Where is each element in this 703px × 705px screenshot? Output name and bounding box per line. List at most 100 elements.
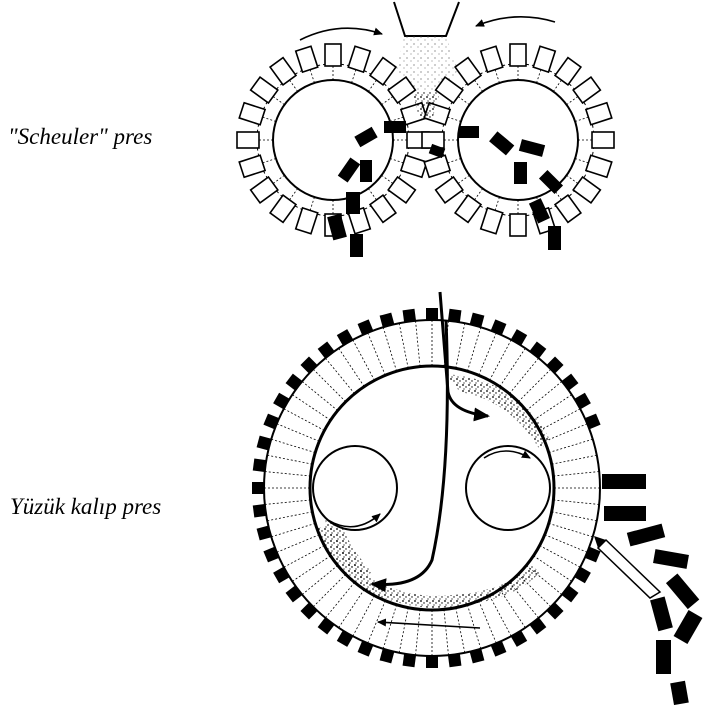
pellet: [656, 640, 671, 674]
die-channel: [553, 79, 562, 92]
die-hole: [277, 424, 319, 442]
pellet: [562, 586, 579, 603]
die-hole: [277, 535, 319, 553]
die-hole: [479, 601, 497, 643]
pellet: [670, 681, 689, 705]
pellet: [252, 482, 264, 494]
pellet: [530, 618, 547, 635]
pellet: [562, 374, 579, 391]
pellet: [350, 234, 363, 257]
pellet: [547, 356, 564, 373]
gear-tooth: [296, 46, 318, 72]
die-hole: [416, 321, 421, 367]
die-hole: [540, 546, 581, 568]
pellet: [602, 474, 646, 489]
die-channel: [473, 189, 482, 202]
die-channel: [382, 175, 395, 184]
die-hole: [353, 596, 375, 637]
die-hole: [353, 340, 375, 381]
pellet: [604, 506, 646, 521]
die-channel: [261, 159, 276, 164]
die-channel: [272, 175, 285, 184]
die-channel: [457, 95, 470, 104]
die-hole: [271, 523, 315, 536]
pellet: [548, 226, 561, 250]
right-rotation-arrow: [476, 17, 555, 26]
die-hole: [271, 439, 315, 452]
gear-tooth: [481, 208, 503, 234]
pellet: [286, 374, 303, 391]
roller-core: [273, 80, 393, 200]
die-channel: [310, 197, 315, 212]
pellet: [514, 162, 527, 184]
die-channel: [390, 117, 405, 122]
pellet: [263, 414, 279, 430]
die-channel: [310, 68, 315, 83]
die-hole: [399, 608, 408, 653]
gear-tooth: [251, 177, 278, 203]
die-hole: [490, 596, 512, 637]
die-hole: [553, 472, 599, 477]
die-hole: [467, 327, 480, 371]
die-channel: [261, 117, 276, 122]
die-hole: [509, 358, 538, 394]
die-hole: [540, 409, 581, 431]
pellet: [273, 393, 289, 409]
pellet: [653, 549, 689, 569]
die-hole: [265, 472, 311, 477]
pellet: [358, 319, 374, 335]
die-channel: [567, 175, 580, 184]
die-hole: [284, 546, 325, 568]
pellet: [666, 573, 699, 609]
cutting-knife: [594, 536, 660, 598]
pellet: [547, 603, 564, 620]
pellet: [585, 414, 601, 430]
gear-tooth: [270, 195, 296, 222]
pellet: [337, 630, 353, 646]
pellet: [459, 126, 479, 138]
die-hole: [518, 369, 551, 402]
die-channel: [368, 79, 377, 92]
die-hole: [553, 500, 599, 505]
die-channel: [457, 175, 470, 184]
die-hole: [325, 582, 354, 618]
gear-tooth: [573, 177, 600, 203]
feed-arrow-left: [372, 320, 447, 585]
pellet: [318, 342, 335, 359]
die-hole: [383, 327, 396, 371]
gear-tooth: [586, 155, 612, 177]
die-hole: [302, 565, 338, 594]
gear-tooth: [481, 46, 503, 72]
die-hole: [456, 608, 465, 653]
pellet: [358, 641, 374, 657]
die-hole: [552, 512, 597, 521]
die-hole: [479, 333, 497, 375]
gear-tooth: [573, 77, 600, 103]
gear-tooth: [237, 132, 259, 148]
pellet: [300, 356, 317, 373]
die-hole: [416, 609, 421, 655]
gear-tooth: [296, 208, 318, 234]
pellet: [273, 567, 289, 583]
pellet: [448, 309, 461, 322]
gear-tooth: [436, 177, 463, 203]
die-hole: [325, 358, 354, 394]
left-roller: [313, 446, 397, 530]
gear-tooth: [555, 58, 581, 85]
gear-tooth: [239, 103, 265, 125]
die-hole: [552, 455, 597, 464]
die-channel: [495, 197, 500, 212]
gear-tooth: [370, 195, 396, 222]
die-channel: [368, 189, 377, 202]
pellet: [574, 567, 590, 583]
right-roller: [466, 446, 550, 530]
die-hole: [456, 323, 465, 368]
pellet: [574, 393, 590, 409]
die-channel: [446, 159, 461, 164]
pellet: [253, 504, 266, 517]
ring-die-press: [252, 292, 702, 705]
left-rotation-arrow: [300, 28, 382, 40]
die-channel: [390, 159, 405, 164]
pellet: [300, 603, 317, 620]
